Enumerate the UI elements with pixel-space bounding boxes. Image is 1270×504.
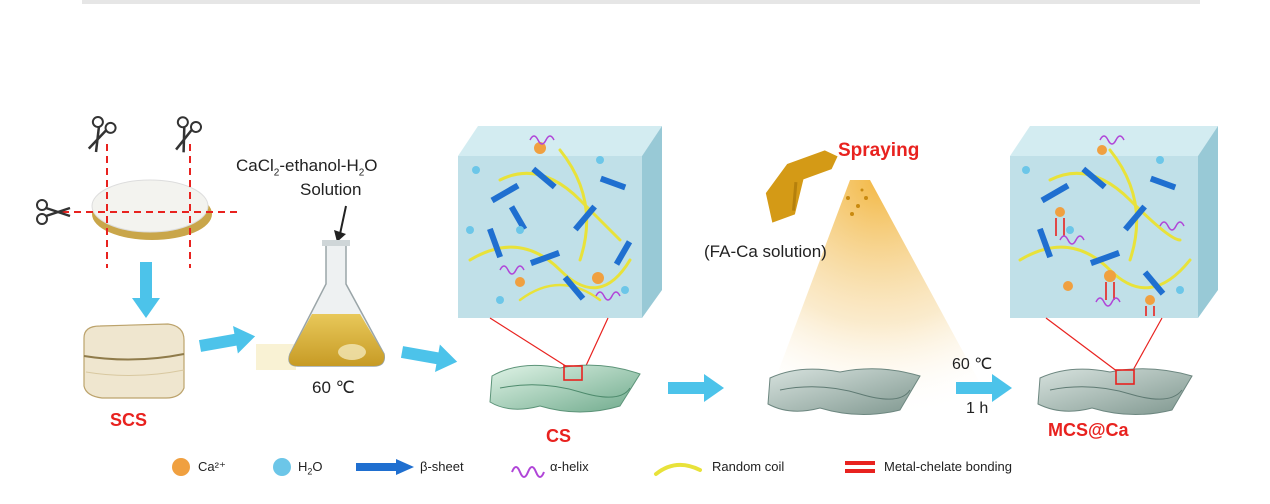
legend-h2o: H2O	[298, 459, 323, 477]
scs-label: SCS	[110, 410, 148, 430]
mcs-label: MCS@Ca	[1048, 420, 1129, 440]
legend-random-coil: Random coil	[712, 459, 785, 474]
mcs-structure-cube	[1010, 126, 1218, 318]
spray-bottle-icon	[765, 150, 838, 223]
scs-block	[83, 323, 185, 399]
sprayed-sheet	[767, 368, 921, 415]
temp-label-1: 60 ℃	[312, 378, 355, 397]
h2o-legend-icon	[273, 458, 291, 476]
beta-sheet-legend-icon	[356, 459, 414, 475]
legend-metal-chelate: Metal-chelate bonding	[884, 459, 1012, 474]
flask-icon	[288, 205, 386, 367]
metal-chelate-legend-icon	[845, 461, 875, 473]
legend-beta-sheet: β-sheet	[420, 459, 464, 474]
arrow-right-icon	[197, 322, 258, 360]
fa-ca-solution-label: (FA-Ca solution)	[704, 242, 827, 261]
arrow-right-icon	[399, 338, 460, 376]
mcs-sheet	[1037, 368, 1193, 415]
time-label: 1 h	[966, 400, 989, 417]
cs-sheet	[489, 364, 641, 413]
solution-formula: CaCl2-ethanol-H2O	[236, 156, 378, 179]
top-divider	[82, 0, 1200, 4]
solution-label: Solution	[300, 180, 362, 199]
arrow-down-icon	[132, 262, 160, 318]
scissors-icon	[80, 114, 119, 157]
arrow-right-icon	[668, 374, 724, 402]
cs-structure-cube	[458, 126, 662, 318]
sponge-disc	[91, 179, 212, 240]
legend-ca: Ca²⁺	[198, 459, 226, 474]
scissors-icon	[167, 114, 204, 157]
cut-lines	[62, 144, 238, 268]
cs-label: CS	[546, 426, 572, 446]
spraying-label: Spraying	[838, 140, 920, 161]
random-coil-legend-icon	[654, 462, 702, 476]
temp-label-2: 60 ℃	[952, 356, 993, 373]
alpha-helix-legend-icon	[511, 466, 545, 478]
ca-legend-icon	[172, 458, 190, 476]
spray-mist	[760, 180, 1000, 420]
legend-alpha-helix: α-helix	[550, 459, 589, 474]
